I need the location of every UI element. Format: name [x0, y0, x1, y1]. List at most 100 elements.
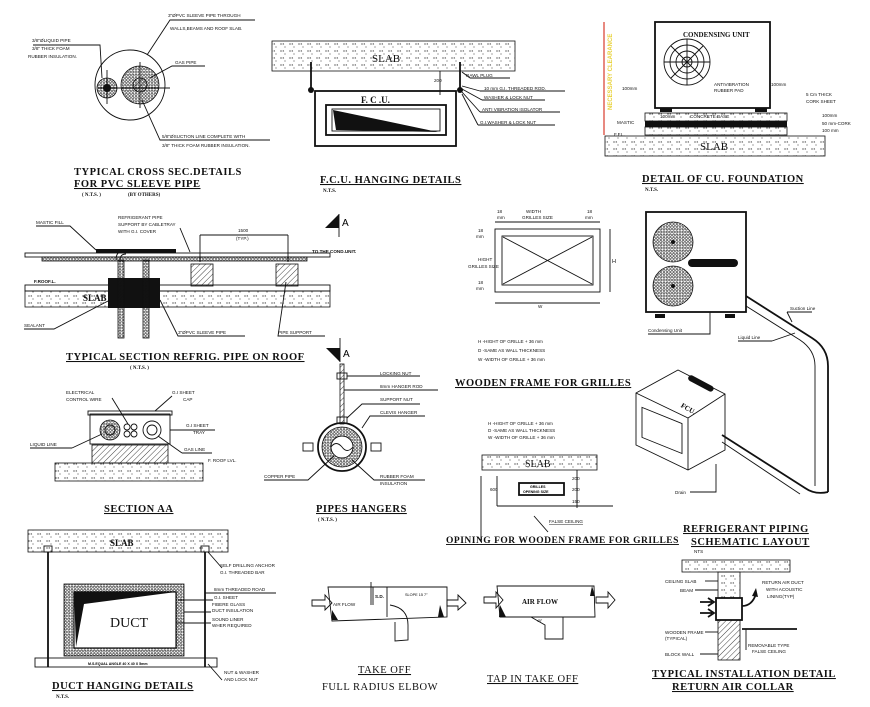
label-nut-2: AND LOCK NUT — [224, 677, 258, 682]
label-duct-3: LINING(TYP) — [767, 594, 795, 599]
pipe-support-block — [190, 263, 214, 287]
label-sealant: SEALANT — [24, 323, 45, 328]
label-frame-1: WOODEN FRAME — [665, 630, 704, 635]
label-w: W — [538, 304, 543, 309]
label-threaded-rod: 10 mm G.I. THREADED ROD. — [484, 86, 546, 91]
opening-box-label-2: OPENING SIZE — [523, 490, 549, 494]
label-duct-2: WITH ACOUSTIC — [766, 587, 803, 592]
fcu-dim: 200 — [434, 78, 442, 83]
label-locking-nut: LOCKING NUT — [380, 371, 412, 376]
roof-slab-label: SLAB — [83, 293, 107, 303]
gi-tray — [89, 413, 171, 445]
label-rubber-2: INSULATION — [380, 481, 407, 486]
label-100-right: 100mm — [771, 82, 786, 87]
label-grilles-size-w: GRILLES SIZE — [522, 215, 553, 220]
label-tray-2: TRAY — [193, 430, 205, 435]
label-sound-1: SOUND LINER — [212, 617, 244, 622]
tap-in-arrow-out — [595, 590, 616, 610]
label-liquid-line: Liquid Line — [738, 335, 761, 340]
svg-text:A: A — [343, 349, 350, 360]
label-support-1: REFRIGERANT PIPE — [118, 215, 163, 220]
label-mm-lt: mm — [476, 234, 484, 239]
label-anchor-2: G.I. THREADED BAR — [220, 570, 265, 575]
return-collar-title-2: RETURN AIR COLLAR — [672, 682, 794, 693]
fcu-unit — [314, 90, 457, 147]
opening-slab-label: SLAB — [525, 459, 551, 470]
opening-dim-150: 150 — [572, 499, 580, 504]
label-18-tl: 18 — [497, 209, 503, 214]
label-sleeve-2: WALLS,BEAMS AND ROOF SLAB. — [170, 26, 242, 31]
cu-slab-label: SLAB — [700, 141, 728, 153]
return-collar-title-1: TYPICAL INSTALLATION DETAIL — [652, 669, 836, 680]
tap-in-title: TAP IN TAKE OFF — [487, 674, 578, 685]
label-cork-1: 5 Cm THICK — [806, 92, 833, 97]
take-off-sd: S.D. — [375, 594, 384, 599]
section-aa-slab — [54, 462, 204, 482]
cu-foundation-detail: NECESSARY CLEARANCE CONDENSING UNIT SLAB… — [603, 21, 852, 193]
label-liquid-3: RUBBER INSULATION. — [28, 54, 77, 59]
take-off-air-flow: AIR FLOW — [333, 602, 356, 607]
pipes-hangers-detail: A LOCKING NUT 8mm HANGER ROD SUPPORT NUT… — [264, 338, 438, 523]
opening-note-3: W -WIDTH OF GRILLE + 36 mm — [488, 435, 555, 440]
label-frame-2: (TYPICAL) — [665, 636, 688, 641]
label-duct-1: RETURN AIR DUCT — [762, 580, 804, 585]
schematic-nts: NTS — [694, 549, 703, 554]
take-off-title-1: TAKE OFF — [358, 665, 411, 676]
wooden-frame-title: WOODEN FRAME FOR GRILLES — [455, 378, 631, 389]
beam — [717, 571, 741, 599]
opening-dim-200a: 200 — [572, 476, 580, 481]
condensing-unit — [654, 21, 771, 109]
label-gas-line-aa: GAS LINE — [184, 447, 205, 452]
label-support-nut: SUPPORT NUT — [380, 397, 413, 402]
label-inner-100: 100mm — [660, 114, 675, 119]
refrig-pipe-roof-detail: SLAB 1500 (TYP.) MASTIC FILL REFRIGERANT… — [24, 214, 356, 371]
label-18-tr: 18 — [587, 209, 593, 214]
wooden-frame-note-1: H -HIGHT OF GRILLE + 36 mm — [478, 339, 543, 344]
refrig-roof-title: TYPICAL SECTION REFRIG. PIPE ON ROOF — [66, 352, 305, 363]
support-angle — [34, 657, 218, 668]
label-ceiling-slab: CEILING SLAB — [665, 579, 696, 584]
grilles-opening-box — [518, 482, 565, 496]
label-mm-lb: mm — [476, 286, 484, 291]
label-d2: 50 mm-CORK — [822, 121, 852, 126]
label-concrete-base: CONCRETE BASE — [690, 114, 729, 119]
label-liquid-1: 3/8"ØLIQUID PIPE — [32, 38, 71, 43]
tap-in-small-label: 45° — [537, 619, 543, 623]
label-18-lb: 18 — [478, 280, 484, 285]
label-clevis-hanger: CLEVIS HANGER — [380, 410, 418, 415]
cu-slab — [604, 135, 826, 157]
label-tray-1: G.I SHEET — [186, 423, 209, 428]
label-mm-tr: mm — [585, 215, 593, 220]
roof-slab — [24, 290, 331, 308]
fcu-hanging-title: F.C.U. HANGING DETAILS — [320, 175, 461, 186]
refrigerant-schematic: Suction Line Liquid Line Condensing Unit… — [635, 211, 829, 554]
label-pvc-sleeve: 3"ØPVC SLEEVE PIPE — [178, 330, 226, 335]
cu-foundation-title: DETAIL OF CU. FOUNDATION — [642, 174, 804, 185]
label-grilles-size-h: GRILLES SIZE — [468, 264, 499, 269]
fcu-box — [635, 369, 726, 471]
label-ceiling-1: REMOVABLE TYPE — [748, 643, 789, 648]
label-rubber-1: RUBBER FOAM — [380, 474, 414, 479]
block-wall — [717, 619, 741, 661]
label-copper-pipe: COPPER PIPE — [264, 474, 295, 479]
schematic-title-2: SCHEMATIC LAYOUT — [691, 537, 810, 548]
take-off-title-2: FULL RADIUS ELBOW — [322, 682, 438, 693]
label-ffl: F.F.L. — [614, 132, 625, 137]
schematic-condensing-unit — [645, 211, 747, 313]
air-flow-arrow-out — [446, 593, 467, 611]
duct-slab — [27, 529, 229, 553]
pipes-hangers-nts: ( N.T.S. ) — [318, 518, 337, 523]
label-beam: BEAM — [680, 588, 693, 593]
opening-frame-title: OPINING FOR WOODEN FRAME FOR GRILLES — [446, 536, 679, 546]
fan-icon — [652, 265, 694, 307]
fcu-slab — [271, 40, 516, 72]
label-false-ceiling: FALSE CEILING — [549, 519, 583, 524]
wooden-frame-note-2: D -SAME AS WALL THICKNESS — [478, 348, 545, 353]
pipe-support-block — [275, 263, 299, 287]
opening-box-label-1: GRILLES — [530, 485, 546, 489]
fan-icon — [652, 221, 694, 263]
air-flow-arrow-in — [311, 593, 333, 612]
refrig-roof-nts: ( N.T.S. ) — [130, 366, 149, 371]
pvc-sleeve-by-others: (BY OTHERS) — [128, 193, 161, 198]
